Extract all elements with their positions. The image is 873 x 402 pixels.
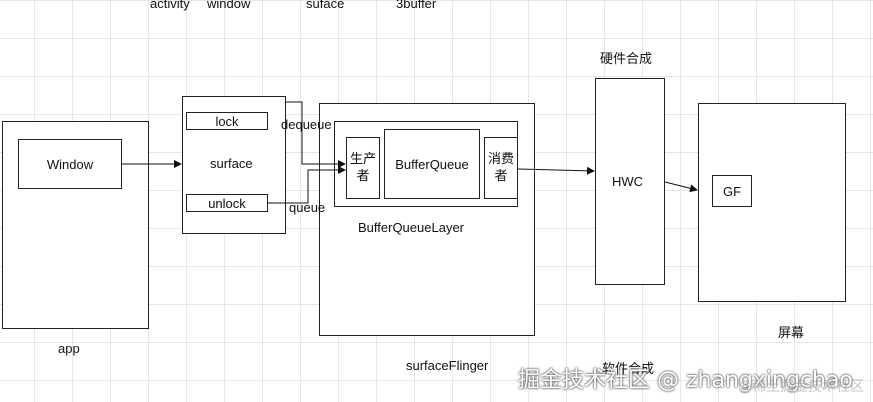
bufferqueuelayer-label: BufferQueueLayer [358, 220, 464, 235]
lock-node: lock [186, 112, 268, 130]
dequeue-label: dequeue [281, 117, 332, 132]
header-3buffer: 3buffer [396, 0, 437, 11]
gf-label: GF [722, 183, 742, 199]
header-window: window [207, 0, 251, 11]
app-caption: app [58, 341, 80, 356]
hwc-label: HWC [612, 174, 644, 189]
watermark-small: @稀土掘金技术社区 [738, 379, 864, 395]
consumer-node: 消费者 [484, 137, 518, 199]
window-label: Window [46, 156, 94, 172]
screen-caption: 屏幕 [778, 326, 805, 341]
bufferqueue-node: BufferQueue [384, 129, 480, 199]
surfaceflinger-caption: surfaceFlinger [406, 358, 489, 373]
lock-label: lock [215, 113, 239, 129]
header-suface: suface [306, 0, 345, 11]
header-activity: activity [150, 0, 190, 11]
bufferqueue-label: BufferQueue [395, 156, 469, 172]
surface-label: surface [210, 156, 253, 171]
hwc-to-gf-arrow [664, 181, 698, 193]
window-node: Window [18, 139, 122, 189]
watermark-main: 掘金技术社区 @ zhangxingchao [518, 368, 853, 393]
queue-label: queue [289, 200, 326, 215]
hwc-title: 硬件合成 [600, 52, 653, 67]
hwc-box [595, 78, 665, 285]
consumer-label: 消费者 [488, 152, 515, 184]
soft-compose-label: 软件合成 [602, 362, 655, 377]
unlock-node: unlock [186, 194, 268, 212]
gf-node: GF [712, 175, 752, 207]
unlock-label: unlock [208, 195, 246, 211]
producer-node: 生产者 [346, 137, 380, 199]
producer-label: 生产者 [350, 152, 377, 184]
